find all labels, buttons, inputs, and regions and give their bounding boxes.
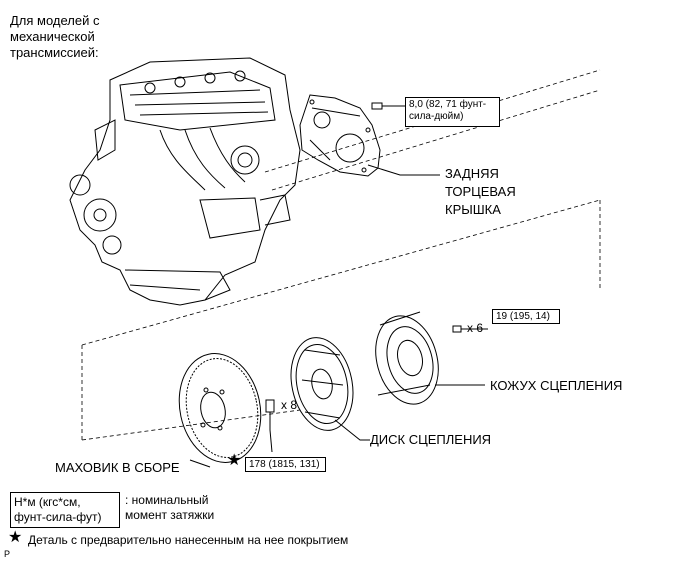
- torque-unit-line: Н*м (кгс*см,: [14, 495, 81, 509]
- clutch-cover-illustration: [375, 311, 439, 405]
- clutch-cover-bolt-icon: [452, 325, 488, 333]
- flywheel-bolt-qty: x 8: [281, 398, 298, 412]
- flywheel-illustration: [178, 353, 262, 463]
- torque-unit-description: : номинальный момент затяжки: [125, 493, 214, 523]
- rear-end-plate-illustration: [299, 94, 381, 177]
- heading-line: трансмиссией:: [10, 45, 99, 60]
- torque-unit-legend-box: Н*м (кгс*см, фунт-сила-фут): [10, 492, 120, 528]
- torque-desc-line: : номинальный: [125, 493, 209, 507]
- clutch-cover-label: КОЖУХ СЦЕПЛЕНИЯ: [490, 378, 623, 393]
- flywheel-torque-box: 178 (1815, 131): [245, 457, 326, 472]
- clutch-disc-illustration: [290, 337, 354, 431]
- torque-desc-line: момент затяжки: [125, 508, 215, 522]
- flywheel-label: МАХОВИК В СБОРЕ: [55, 460, 180, 475]
- rear-end-plate-torque-box: 8,0 (82, 71 фунт- сила-дюйм): [405, 97, 500, 127]
- precoated-part-note: Деталь с предварительно нанесенным на не…: [28, 533, 349, 547]
- figure-code: P: [4, 549, 11, 559]
- heading-line: Для моделей с: [10, 13, 100, 28]
- rear-end-plate-torque-line: сила-дюйм): [409, 111, 464, 122]
- rear-end-plate-label: ТОРЦЕВАЯ: [445, 184, 516, 199]
- rear-end-plate-torque-line: 8,0 (82, 71 фунт-: [409, 99, 487, 110]
- flywheel-bolt-icon: [265, 399, 275, 453]
- rear-end-plate-label: ЗАДНЯЯ: [445, 166, 499, 181]
- star-icon: ★: [8, 529, 23, 546]
- torque-unit-line: фунт-сила-фут): [14, 510, 102, 524]
- star-icon: ★: [227, 452, 242, 469]
- clutch-cover-bolt-qty: x 6: [467, 321, 484, 335]
- heading-line: механической: [10, 29, 95, 44]
- clutch-cover-torque-box: 19 (195, 14): [492, 309, 560, 324]
- clutch-disc-label: ДИСК СЦЕПЛЕНИЯ: [370, 432, 492, 447]
- rear-plate-bolt-icon: [371, 102, 392, 110]
- rear-end-plate-label: КРЫШКА: [445, 202, 501, 217]
- engine-illustration: [69, 57, 301, 306]
